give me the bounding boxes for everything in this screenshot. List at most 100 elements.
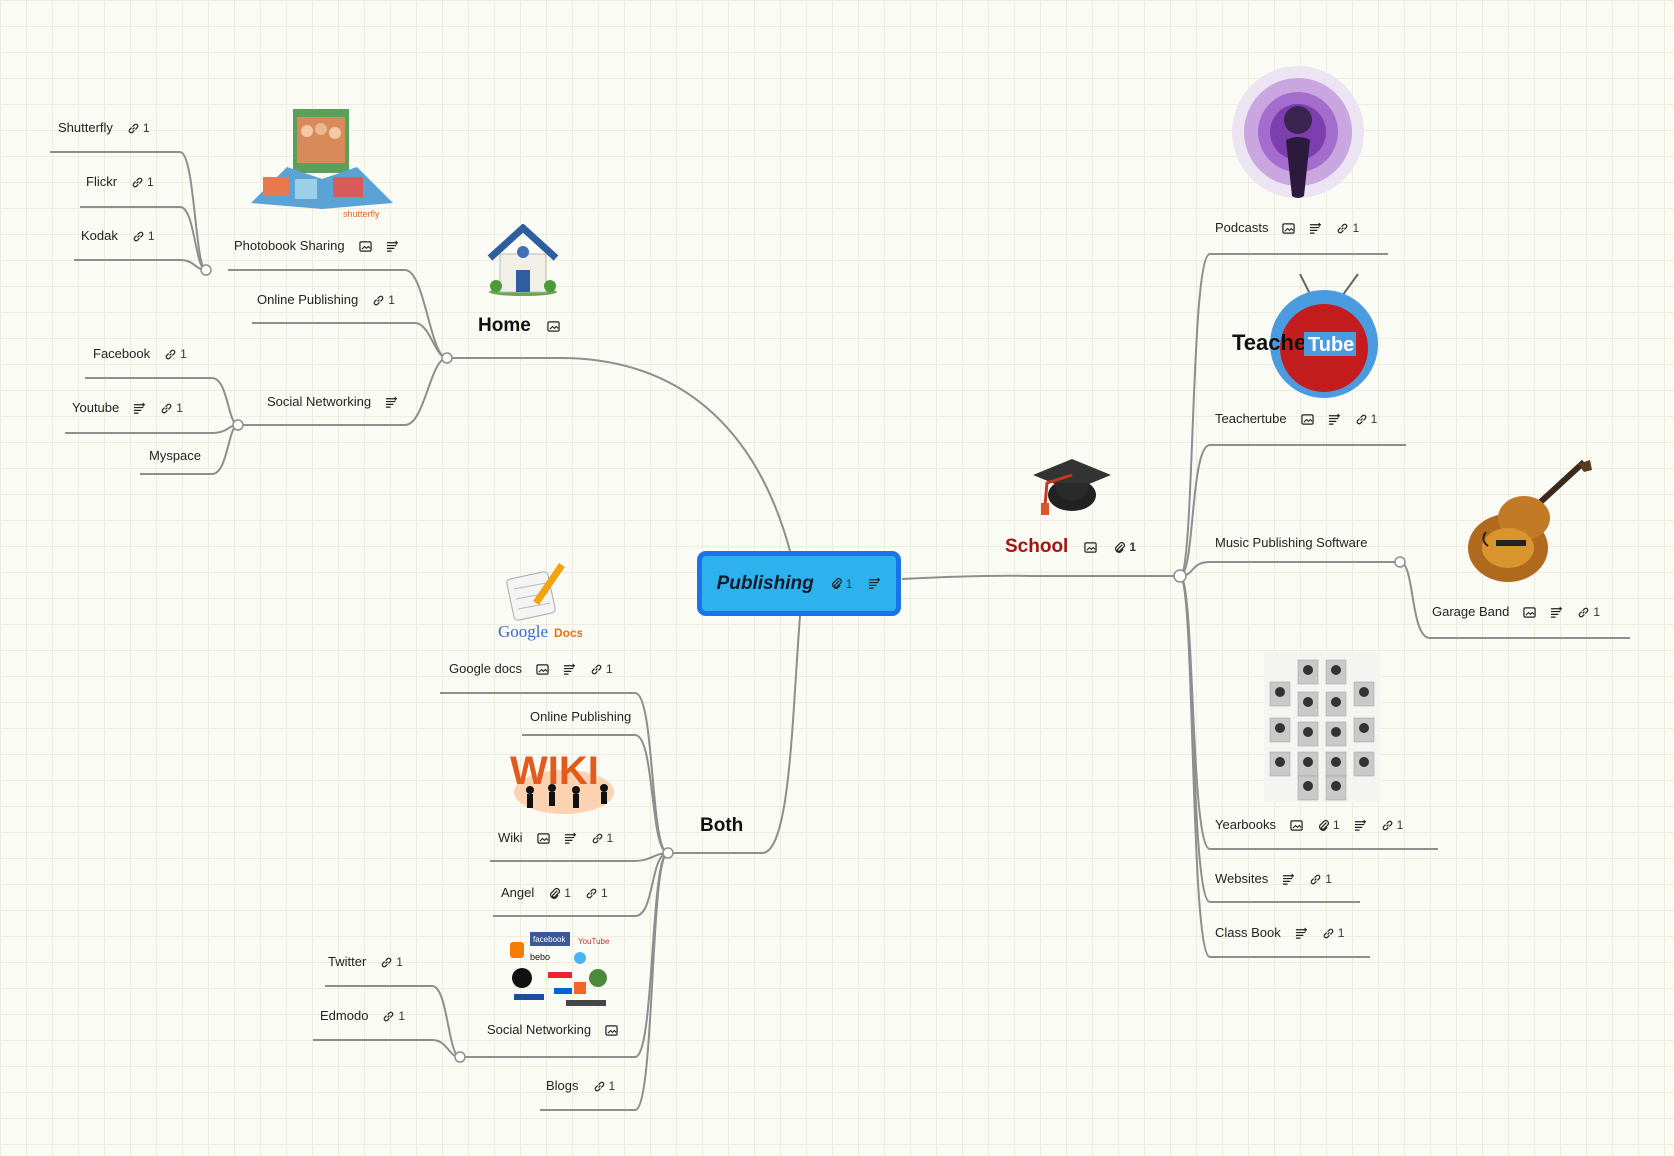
node-label: Podcasts: [1215, 220, 1269, 235]
image-indicator[interactable]: [547, 320, 560, 333]
central-topic[interactable]: Publishing 1: [697, 551, 901, 616]
image-indicator[interactable]: [1290, 819, 1303, 832]
link-icon: [1338, 223, 1348, 233]
notes-indicator[interactable]: [1550, 606, 1563, 619]
notes-indicator[interactable]: [1309, 222, 1322, 235]
node-label: Garage Band: [1432, 604, 1510, 619]
school-teachertube[interactable]: Teachertube 1: [1215, 411, 1377, 427]
home-shutterfly[interactable]: Shutterfly 1: [58, 120, 150, 136]
notes-icon: [1283, 873, 1295, 885]
branch-both-label: Both: [700, 815, 744, 836]
both-google-docs[interactable]: Google docs 1: [449, 661, 613, 677]
bebo-logo-text: bebo: [530, 952, 550, 962]
school-garage-band[interactable]: Garage Band 1: [1432, 604, 1600, 620]
node-label: Myspace: [149, 448, 202, 463]
link-indicator[interactable]: 1: [590, 661, 613, 677]
notes-indicator[interactable]: [133, 402, 146, 415]
image-indicator[interactable]: [1084, 541, 1098, 554]
link-icon: [373, 295, 384, 305]
school-music-publishing-software[interactable]: Music Publishing Software: [1215, 535, 1367, 551]
school-podcasts[interactable]: Podcasts 1: [1215, 220, 1359, 236]
link-icon: [592, 833, 602, 843]
link-indicator[interactable]: 1: [380, 954, 403, 970]
both-social-networking[interactable]: Social Networking: [487, 1022, 618, 1038]
home-facebook[interactable]: Facebook 1: [93, 346, 187, 362]
link-indicator[interactable]: 1: [585, 885, 608, 901]
home-kodak[interactable]: Kodak 1: [81, 228, 155, 244]
link-count: 1: [1337, 926, 1345, 940]
link-count: 1: [388, 293, 395, 307]
branch-both[interactable]: Both: [700, 815, 744, 836]
attachment-indicator[interactable]: 1: [830, 576, 853, 591]
image-icon: [1523, 606, 1537, 618]
image-indicator[interactable]: [536, 663, 549, 676]
home-flickr[interactable]: Flickr 1: [86, 174, 154, 190]
home-myspace[interactable]: Myspace: [149, 448, 201, 464]
both-online-publishing[interactable]: Online Publishing: [530, 709, 631, 725]
notes-indicator[interactable]: [868, 577, 881, 590]
link-indicator[interactable]: 1: [132, 228, 155, 244]
podcasts-image: [1228, 64, 1368, 200]
notes-indicator[interactable]: [385, 396, 398, 409]
both-wiki[interactable]: Wiki 1: [498, 830, 613, 846]
link-count: 1: [606, 831, 614, 845]
link-indicator[interactable]: 1: [1355, 411, 1378, 427]
link-indicator[interactable]: 1: [1322, 925, 1345, 941]
both-twitter[interactable]: Twitter 1: [328, 954, 403, 970]
home-youtube[interactable]: Youtube 1: [72, 400, 183, 416]
link-icon: [1356, 414, 1366, 424]
link-indicator[interactable]: 1: [1336, 220, 1359, 236]
notes-indicator[interactable]: [563, 663, 576, 676]
image-indicator[interactable]: [1523, 606, 1537, 619]
notes-indicator[interactable]: [1282, 873, 1295, 886]
node-label: Youtube: [72, 400, 120, 415]
branch-school[interactable]: School 1: [1005, 537, 1136, 556]
branch-home[interactable]: Home: [478, 316, 560, 335]
both-angel[interactable]: Angel 1 1: [501, 885, 608, 901]
link-icon: [381, 957, 392, 967]
notes-indicator[interactable]: [386, 240, 399, 253]
notes-icon: [1310, 222, 1322, 234]
attachment-indicator[interactable]: 1: [1113, 539, 1136, 555]
link-indicator[interactable]: 1: [1381, 817, 1403, 833]
link-indicator[interactable]: 1: [127, 120, 150, 136]
link-indicator[interactable]: 1: [131, 174, 154, 190]
notes-indicator[interactable]: [1295, 927, 1308, 940]
notes-indicator[interactable]: [564, 832, 577, 845]
link-indicator[interactable]: 1: [164, 346, 187, 362]
school-websites[interactable]: Websites 1: [1215, 871, 1332, 887]
image-indicator[interactable]: [358, 240, 372, 253]
link-indicator[interactable]: 1: [1577, 604, 1600, 620]
both-blogs[interactable]: Blogs 1: [546, 1078, 615, 1094]
link-indicator[interactable]: 1: [1309, 871, 1332, 887]
notes-icon: [1551, 606, 1563, 618]
image-indicator[interactable]: [1300, 413, 1314, 426]
link-indicator[interactable]: 1: [372, 292, 395, 308]
link-count: 1: [606, 662, 613, 676]
image-indicator[interactable]: [1282, 222, 1296, 235]
link-indicator[interactable]: 1: [382, 1008, 405, 1024]
link-indicator[interactable]: 1: [160, 400, 183, 416]
notes-indicator[interactable]: [1328, 413, 1341, 426]
school-yearbooks[interactable]: Yearbooks 1 1: [1215, 817, 1403, 833]
image-indicator[interactable]: [536, 832, 550, 845]
notes-indicator[interactable]: [1354, 819, 1367, 832]
attachment-indicator[interactable]: 1: [1317, 817, 1340, 833]
attachment-count: 1: [845, 576, 853, 591]
image-indicator[interactable]: [605, 1024, 618, 1037]
attachment-indicator[interactable]: 1: [548, 885, 571, 901]
node-label: Edmodo: [320, 1008, 369, 1023]
attachment-icon: [550, 887, 561, 899]
node-label: Online Publishing: [257, 292, 359, 307]
home-online-publishing[interactable]: Online Publishing 1: [257, 292, 395, 308]
link-indicator[interactable]: 1: [593, 1078, 615, 1094]
photobook-image: shutterfly: [247, 107, 397, 221]
school-class-book[interactable]: Class Book 1: [1215, 925, 1344, 941]
home-photobook-sharing[interactable]: Photobook Sharing: [234, 238, 399, 254]
home-social-networking[interactable]: Social Networking: [267, 394, 398, 410]
link-indicator[interactable]: 1: [591, 830, 614, 846]
both-edmodo[interactable]: Edmodo 1: [320, 1008, 405, 1024]
link-count: 1: [1370, 412, 1378, 426]
